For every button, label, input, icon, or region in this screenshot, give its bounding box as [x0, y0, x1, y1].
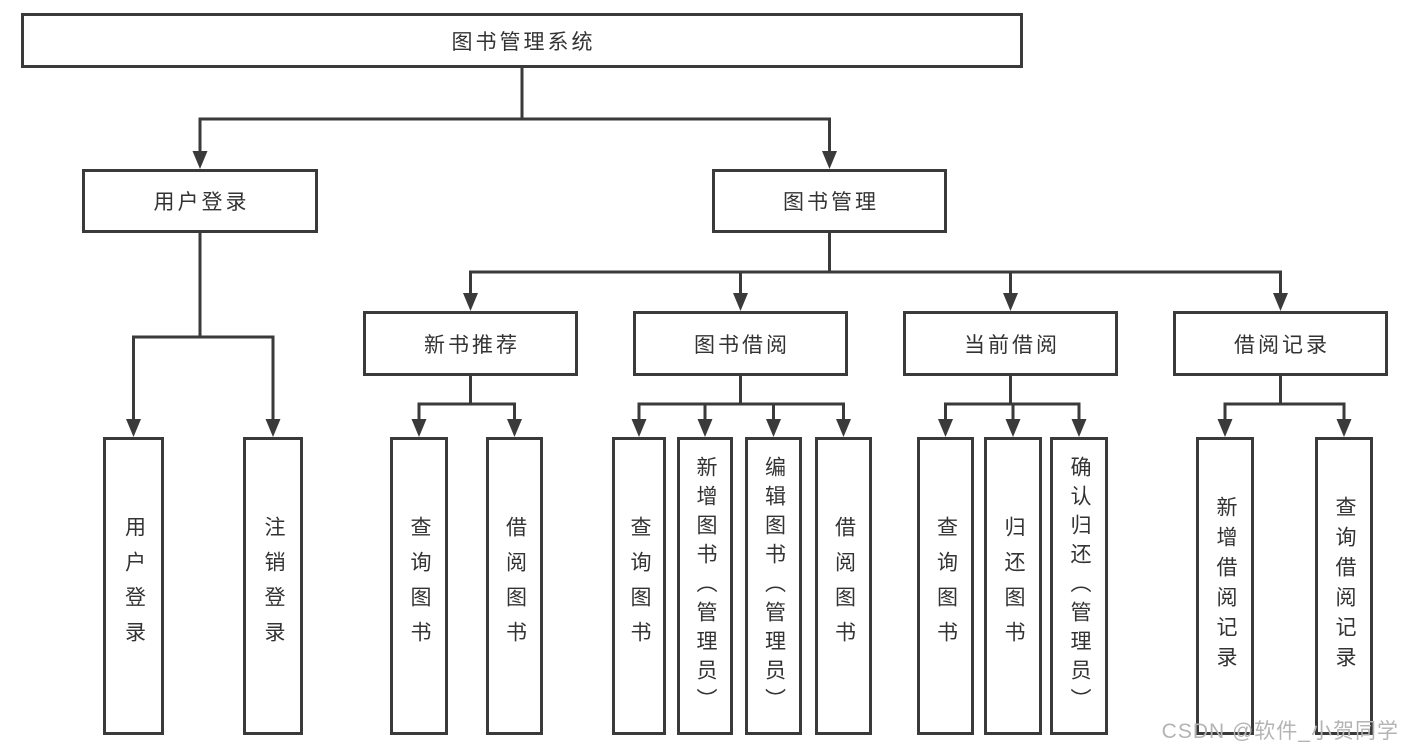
- leaf-borrow-books: 借阅图书: [815, 437, 872, 735]
- leaf-add-book-admin: 新增图书（管理员）: [677, 437, 733, 735]
- leaf-confirm-return-admin: 确认归还（管理员）: [1050, 437, 1108, 735]
- leaf-query-borrow-record: 查询借阅记录: [1315, 437, 1373, 735]
- node-borrow-records: 借阅记录: [1173, 311, 1388, 376]
- node-user-login: 用户登录: [82, 169, 318, 233]
- leaf-logout: 注销登录: [243, 437, 303, 735]
- leaf-query-books-borrow: 查询图书: [612, 437, 666, 735]
- node-current-borrow: 当前借阅: [903, 311, 1118, 376]
- leaf-return-books: 归还图书: [984, 437, 1042, 735]
- leaf-query-books-current: 查询图书: [917, 437, 974, 735]
- watermark: CSDN @软件_小贺同学: [1161, 720, 1399, 743]
- leaf-query-books-recommend: 查询图书: [390, 437, 448, 735]
- node-new-book-recommend: 新书推荐: [363, 311, 578, 376]
- leaf-borrow-books-recommend: 借阅图书: [486, 437, 543, 735]
- leaf-user-login: 用户登录: [103, 437, 164, 735]
- leaf-edit-book-admin: 编辑图书（管理员）: [745, 437, 802, 735]
- node-book-management: 图书管理: [712, 169, 947, 233]
- node-root: 图书管理系统: [21, 13, 1023, 68]
- node-book-borrow: 图书借阅: [633, 311, 848, 376]
- leaf-add-borrow-record: 新增借阅记录: [1196, 437, 1254, 735]
